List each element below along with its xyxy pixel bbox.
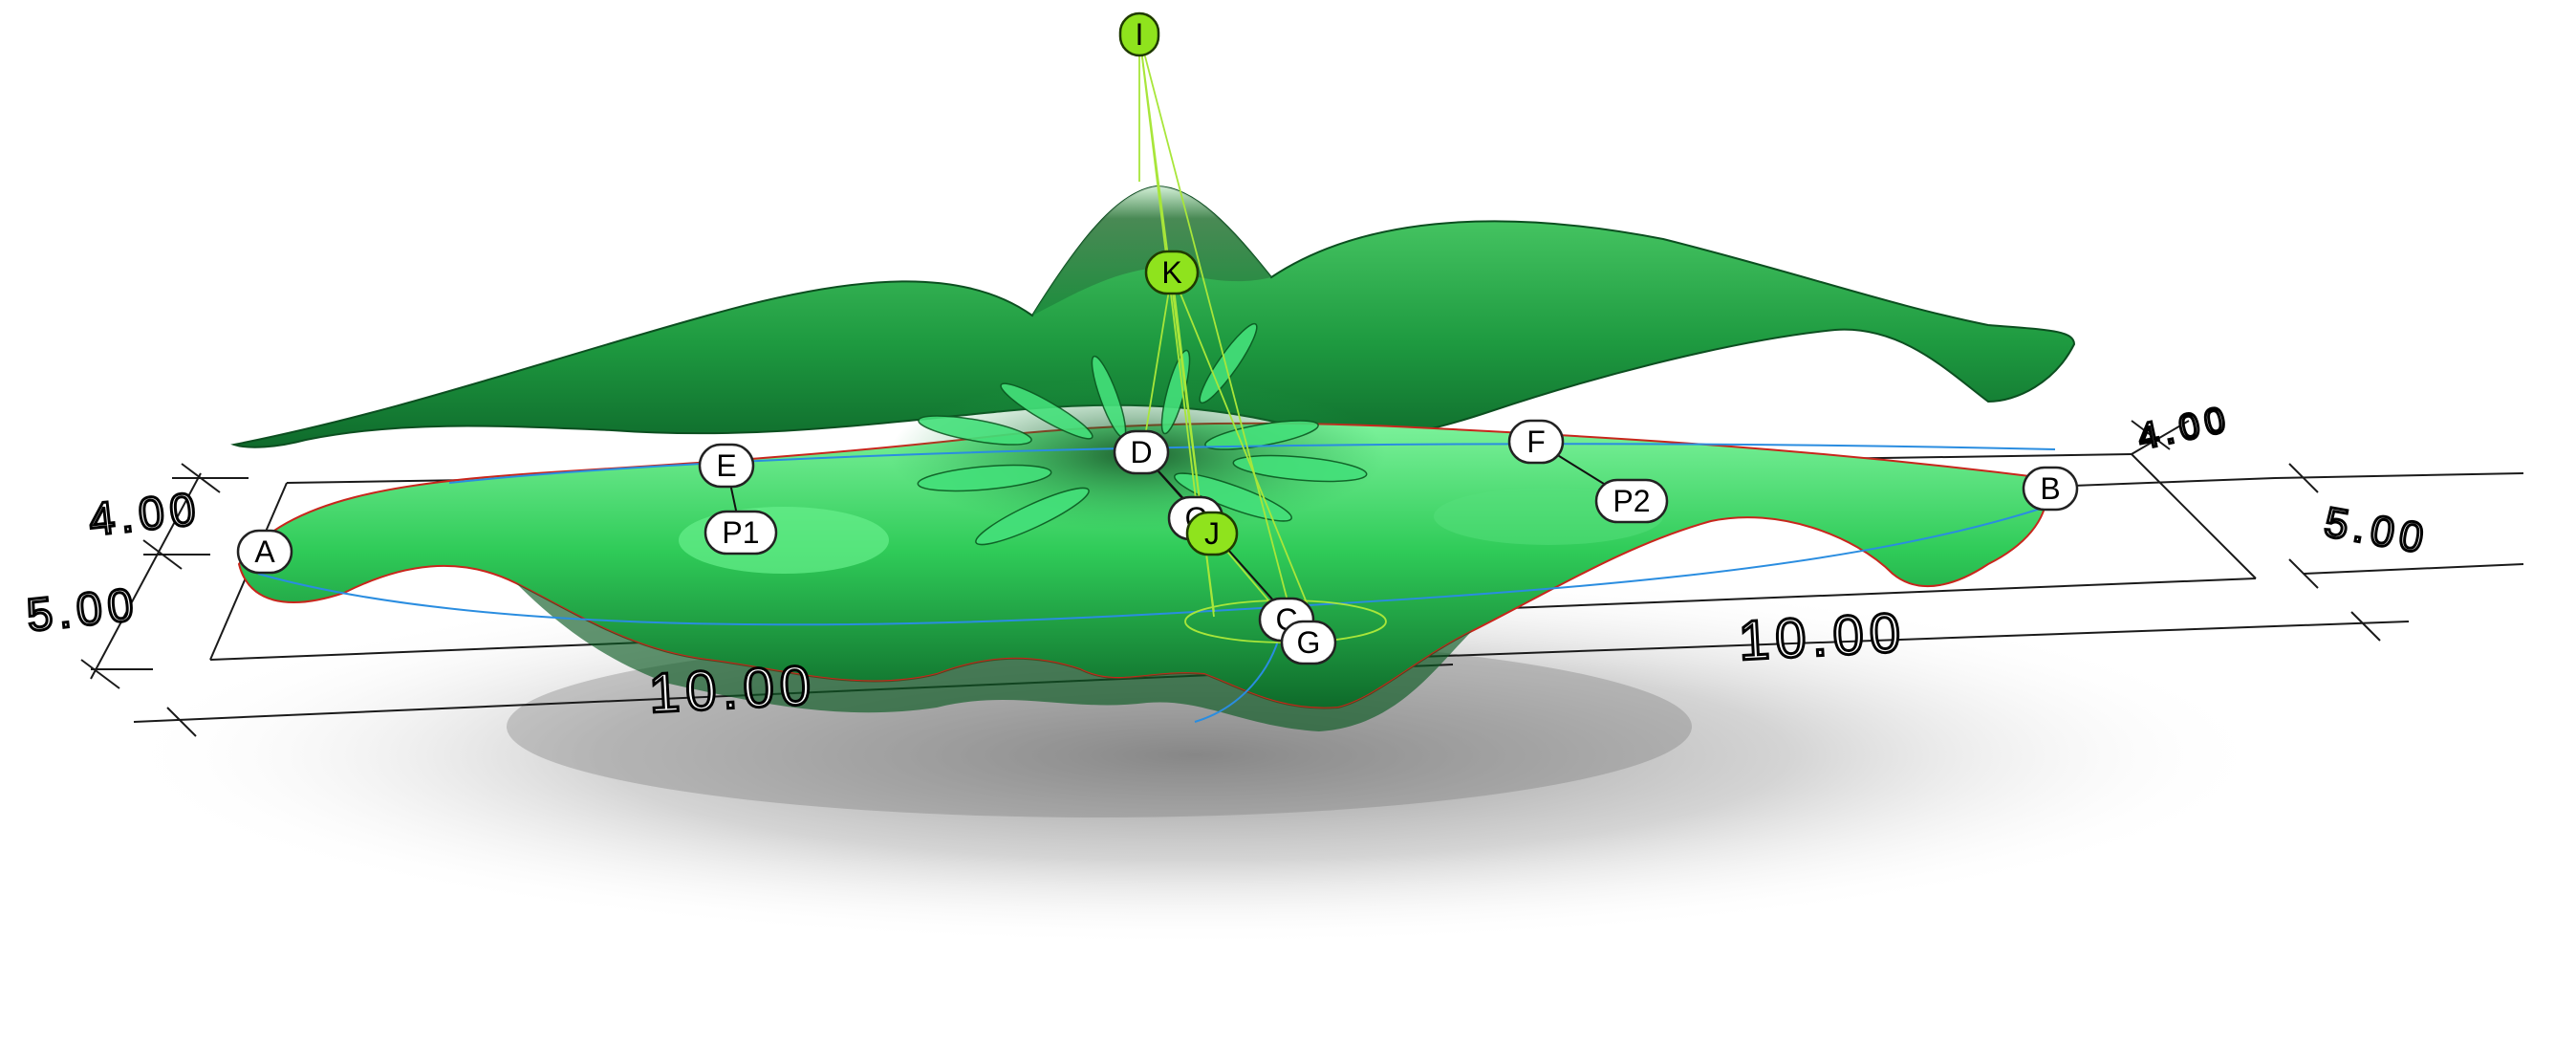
point-F: F: [1507, 419, 1565, 465]
dim-right-5: 5.00: [2321, 499, 2432, 563]
svg-text:K: K: [1161, 255, 1181, 290]
svg-text:I: I: [1136, 17, 1144, 52]
svg-text:P2: P2: [1613, 484, 1650, 518]
dim-right-10: 10.00: [1737, 601, 1907, 672]
point-K: K: [1144, 250, 1200, 295]
point-B: B: [2022, 466, 2079, 512]
point-P2: P2: [1594, 478, 1669, 524]
dim-left-5: 5.00: [25, 579, 141, 642]
svg-text:D: D: [1130, 435, 1152, 469]
point-J: J: [1185, 511, 1239, 556]
svg-text:P1: P1: [722, 515, 759, 550]
dim-right-4: 4.00: [2134, 399, 2235, 457]
svg-text:G: G: [1297, 625, 1321, 660]
point-D: D: [1113, 429, 1170, 475]
svg-text:F: F: [1526, 425, 1546, 459]
svg-text:B: B: [2040, 471, 2060, 506]
svg-text:E: E: [716, 448, 736, 483]
point-G: G: [1280, 620, 1337, 665]
peak-ridge: [1032, 186, 1271, 316]
svg-text:J: J: [1204, 516, 1220, 551]
back-surface: [230, 185, 2076, 448]
dim-front-10: 10.00: [647, 654, 817, 725]
point-E: E: [698, 443, 755, 489]
point-I: I: [1118, 11, 1160, 57]
dim-left-4: 4.00: [87, 484, 204, 546]
svg-text:A: A: [254, 534, 275, 569]
point-P1: P1: [704, 510, 778, 556]
underfold: [516, 583, 1472, 731]
point-A: A: [236, 529, 293, 575]
